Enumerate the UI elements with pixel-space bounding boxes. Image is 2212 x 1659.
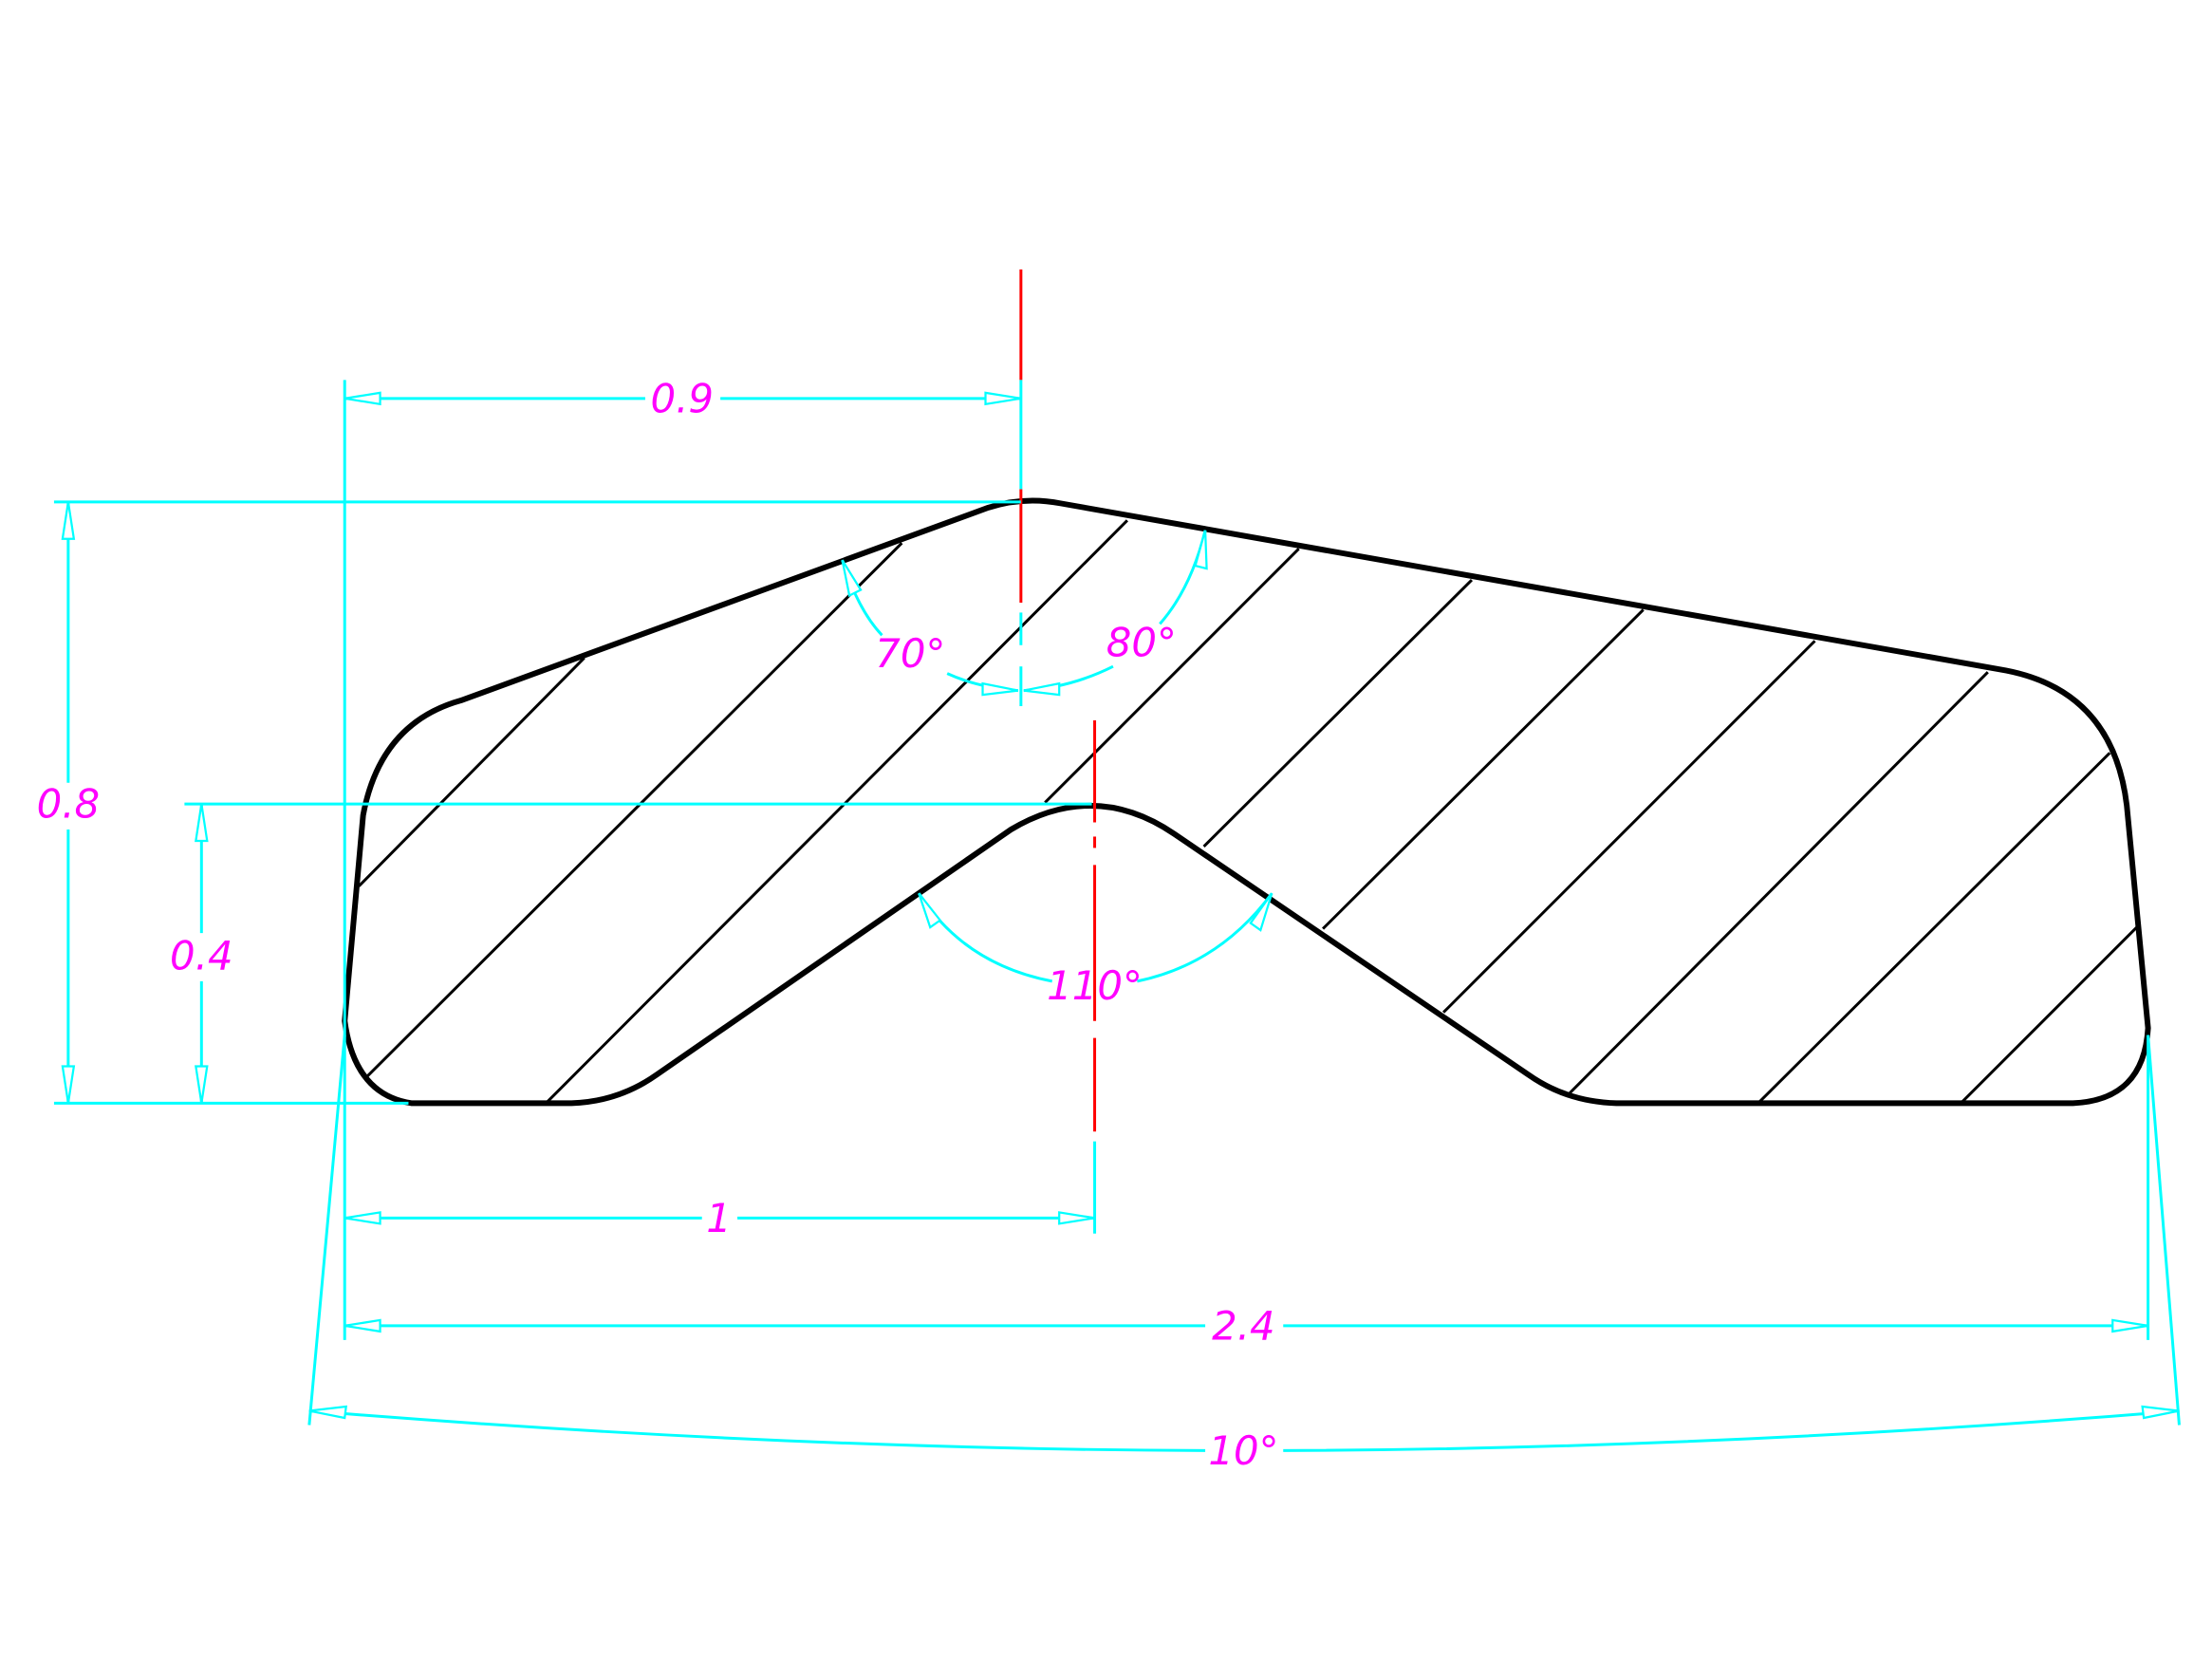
dimension-label: 70° [875, 630, 945, 677]
dimension-label: 2.4 [1212, 1302, 1275, 1349]
extension-lines [53, 380, 2181, 1426]
dimension-label: 0.9 [651, 375, 715, 421]
dimension-label: 0.8 [37, 781, 101, 828]
dimension-label: 0.4 [170, 932, 233, 979]
dimension-total-height: 0.8 [37, 501, 101, 1104]
hatch-pattern [358, 519, 2138, 1105]
part-outline [342, 497, 2151, 1107]
dimension-notch-offset: 1 [344, 1195, 1095, 1241]
dimension-top-offset: 0.9 [344, 375, 1022, 421]
dimension-notch-angle: 110° [918, 892, 1273, 1009]
dimension-total-width: 2.4 [344, 1302, 2148, 1349]
dimension-label: 1 [706, 1195, 732, 1241]
dimension-notch-height: 0.4 [170, 803, 233, 1104]
dimension-label: 10° [1208, 1427, 1278, 1474]
dimension-taper-angle: 10° [308, 1405, 2180, 1474]
dimension-label: 80° [1106, 619, 1177, 665]
dimension-left-peak-angle: 70° [841, 559, 1019, 697]
dimension-right-peak-angle: 80° [1023, 530, 1208, 697]
dimension-label: 110° [1047, 962, 1143, 1009]
